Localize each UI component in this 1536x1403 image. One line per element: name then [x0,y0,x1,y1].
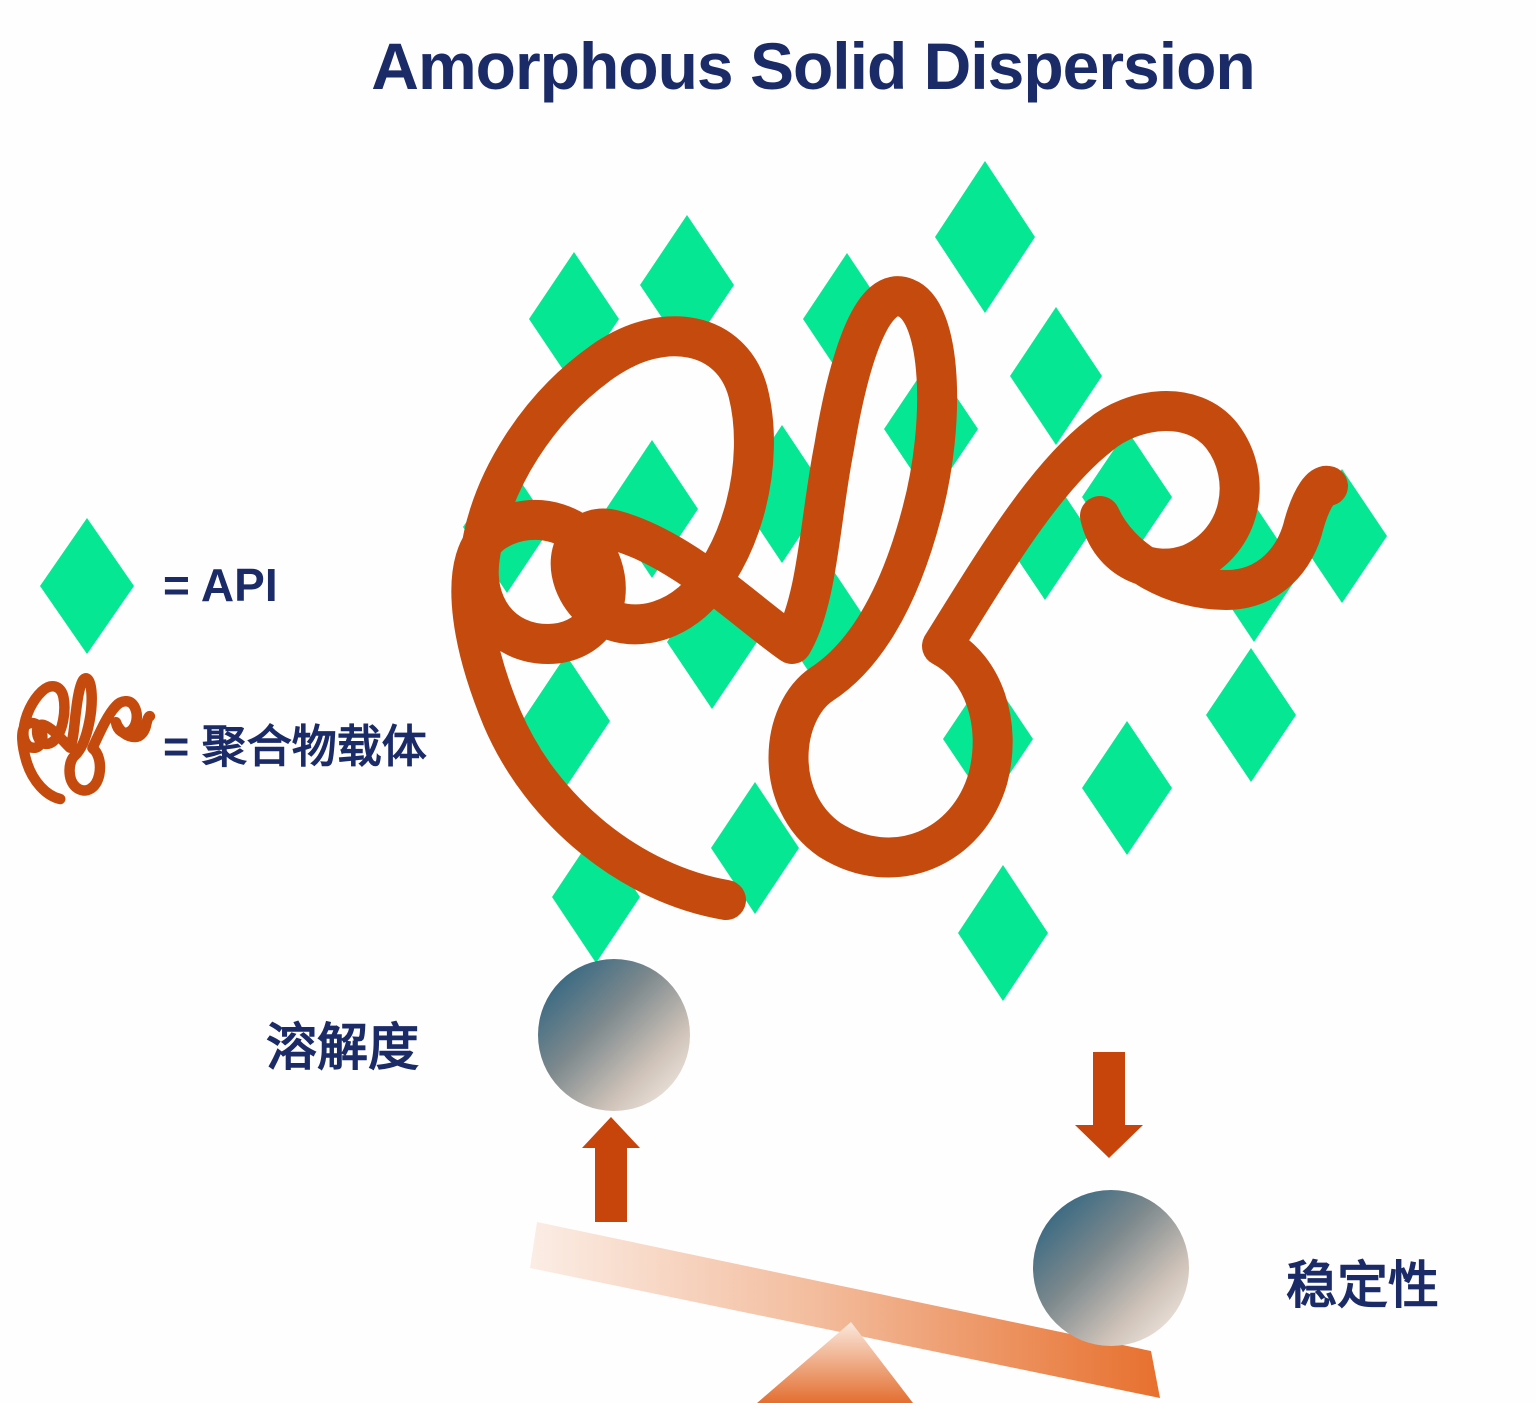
api-crystal [1082,721,1172,855]
stability-label: 稳定性 [1286,1257,1440,1314]
polymer-chain [451,276,1348,920]
api-crystal [1010,307,1102,445]
api-crystal [1206,648,1296,782]
legend-polymer-label: = 聚合物载体 [163,721,427,772]
legend-api-label: = API [163,559,278,611]
api-crystal [711,782,799,914]
api-crystal [522,655,610,787]
page-title: Amorphous Solid Dispersion [371,29,1255,103]
solubility-label: 溶解度 [266,1019,420,1076]
api-crystal [958,865,1048,1001]
seesaw-plank [530,1222,1160,1398]
api-crystal [935,161,1035,313]
polymer-carrier-icon [22,678,150,799]
solubility-ball [538,959,690,1111]
down-arrow-icon [1075,1052,1143,1158]
stability-ball [1033,1190,1189,1346]
api-diamond-icon [40,518,134,654]
seesaw-fulcrum [757,1322,913,1403]
up-arrow-icon [582,1117,640,1222]
